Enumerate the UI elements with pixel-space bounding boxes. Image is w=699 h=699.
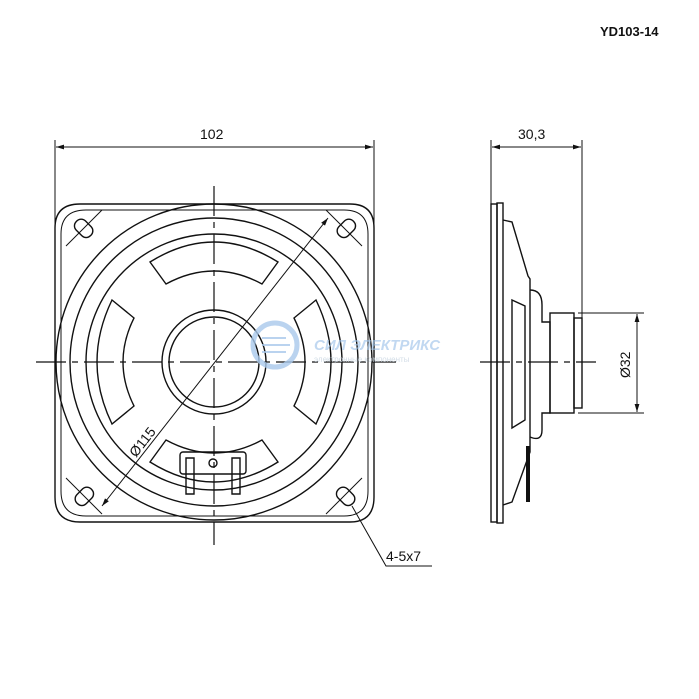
watermark-tagline: электронные компоненты (314, 355, 410, 364)
mount-holes-label: 4-5x7 (386, 548, 421, 564)
model-title: YD103-14 (600, 24, 659, 39)
watermark-logo: СИЛ ЭЛЕКТРИКС электронные компоненты (250, 320, 441, 370)
cone-diameter-label: Ø115 (126, 424, 159, 460)
terminal-lead (526, 446, 530, 502)
mounting-frame (54, 203, 375, 523)
width-label: 102 (200, 126, 224, 142)
front-view: Ø115 102 4-5x7 (36, 126, 432, 567)
depth-label: 30,3 (518, 126, 545, 142)
watermark-brand: СИЛ ЭЛЕКТРИКС (314, 337, 441, 354)
magnet-diameter-label: Ø32 (617, 351, 633, 378)
side-view: 30,3 Ø32 (480, 126, 644, 524)
magnet-side (549, 312, 575, 414)
